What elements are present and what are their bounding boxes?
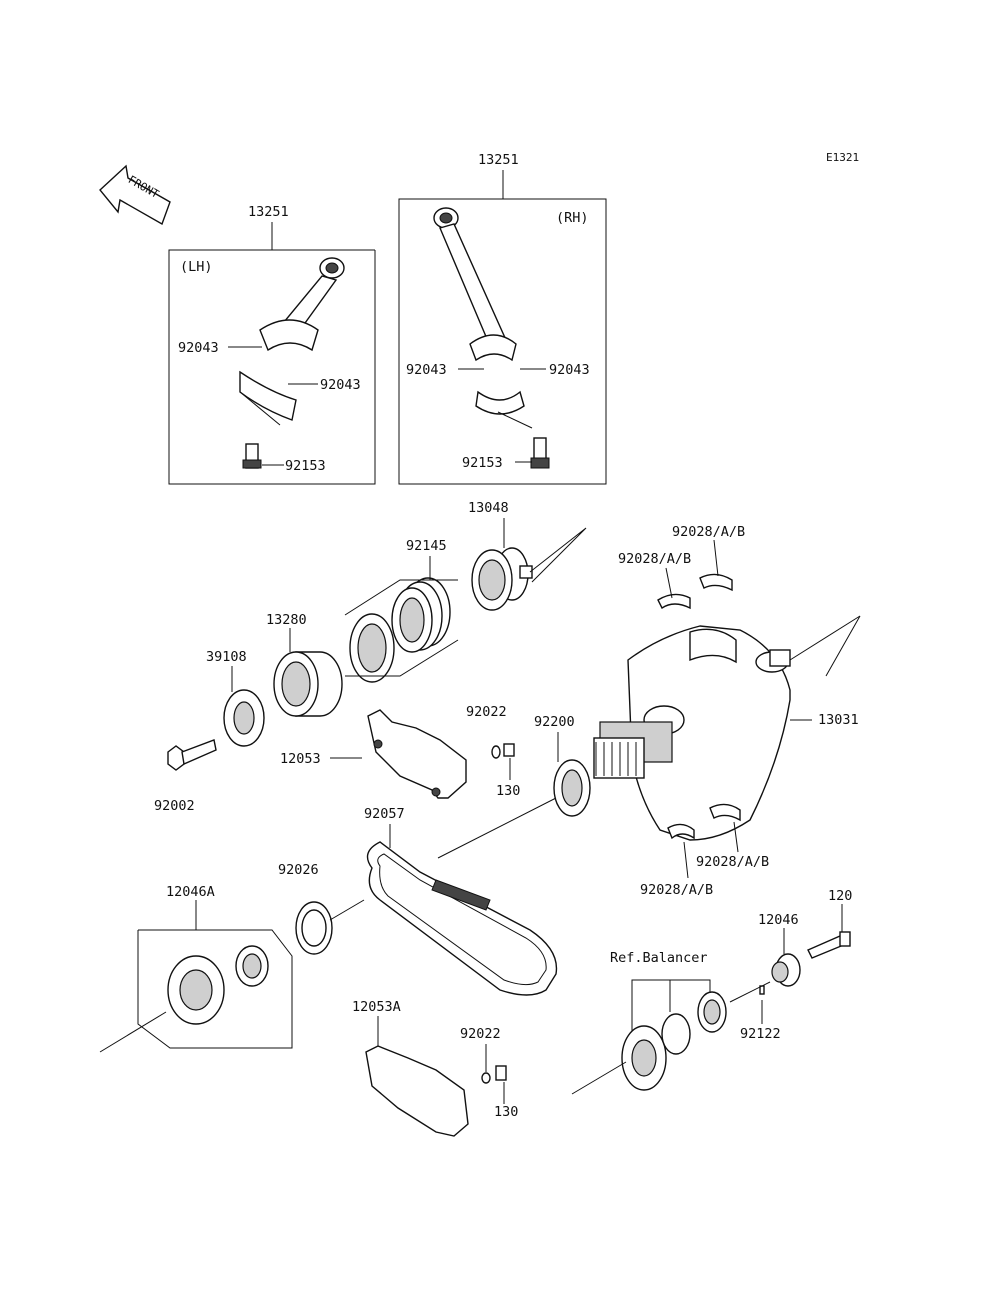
chain-92057-part [366,797,558,996]
bolt-92002-part [167,739,217,771]
part-label-bolt-130-bot: 130 [494,1104,518,1120]
guide-12053A-part [365,1016,469,1137]
rh-conrod-group: (RH) 13251 92043 92043 92153 [398,152,607,485]
part-label-conrod-rh: 13251 [478,152,519,168]
sprocket-12046-part [729,904,851,1024]
crankshaft-13031-part [593,615,861,841]
part-label-washer-92022-top: 92022 [466,704,507,720]
part-label-crankshaft-13031: 13031 [818,712,859,728]
part-label-sprocket-12046A: 12046A [166,884,215,900]
part-label-guide-12053A: 12053A [352,999,401,1015]
guide-12053-part [330,709,467,799]
part-label-hub-13048: 13048 [468,500,509,516]
part-label-bearing-92145: 92145 [406,538,447,554]
part-label-bearing-rh-right: 92043 [549,362,590,378]
part-label-bearing-rh-left: 92043 [406,362,447,378]
conrod-lh-part [239,257,345,469]
washer-92026-part [295,899,365,955]
bearing-92145-part [344,556,459,683]
part-label-bolt-92002: 92002 [154,798,195,814]
main-bearings-part [657,539,741,879]
part-label-bolt-120: 120 [828,888,852,904]
diagram-code: E1321 [826,151,859,164]
part-label-washer-92026: 92026 [278,862,319,878]
rh-label: (RH) [556,210,589,226]
lh-label: (LH) [180,259,213,275]
washer-bolt-bottom-part [481,1044,507,1104]
collar-13280-part [273,628,343,717]
part-label-main-bearing-top1: 92028/A/B [618,551,691,567]
part-label-seal-39108: 39108 [206,649,247,665]
lh-conrod-group: (LH) 13251 92043 92043 92153 [168,204,376,485]
hub-13048-part [471,518,587,611]
part-label-conrod-lh: 13251 [248,204,289,220]
part-label-guide-12053: 12053 [280,751,321,767]
part-label-main-bearing-bot1: 92028/A/B [640,882,713,898]
part-label-main-bearing-bot2: 92028/A/B [696,854,769,870]
seal-39108-part [223,666,265,747]
part-label-main-bearing-top2: 92028/A/B [672,524,745,540]
sprocket-12046A-part [99,900,293,1053]
part-label-bolt-lh: 92153 [285,458,326,474]
part-label-bearing-lh-upper: 92043 [178,340,219,356]
part-label-bearing-lh-lower: 92043 [320,377,361,393]
part-label-sprocket-12046: 12046 [758,912,799,928]
washer-92200-part [553,732,591,817]
part-label-washer-92200: 92200 [534,714,575,730]
balancer-group [571,979,727,1095]
part-label-bolt-130-top: 130 [496,783,520,799]
part-label-key-92122: 92122 [740,1026,781,1042]
part-label-bolt-rh: 92153 [462,455,503,471]
part-label-collar-13280: 13280 [266,612,307,628]
front-arrow-icon: FRONT [99,164,171,226]
part-label-chain-92057: 92057 [364,806,405,822]
balancer-ref-label: Ref.Balancer [610,950,708,966]
washer-bolt-top-part [491,743,515,780]
conrod-rh-part [433,207,550,469]
part-label-washer-92022-bot: 92022 [460,1026,501,1042]
